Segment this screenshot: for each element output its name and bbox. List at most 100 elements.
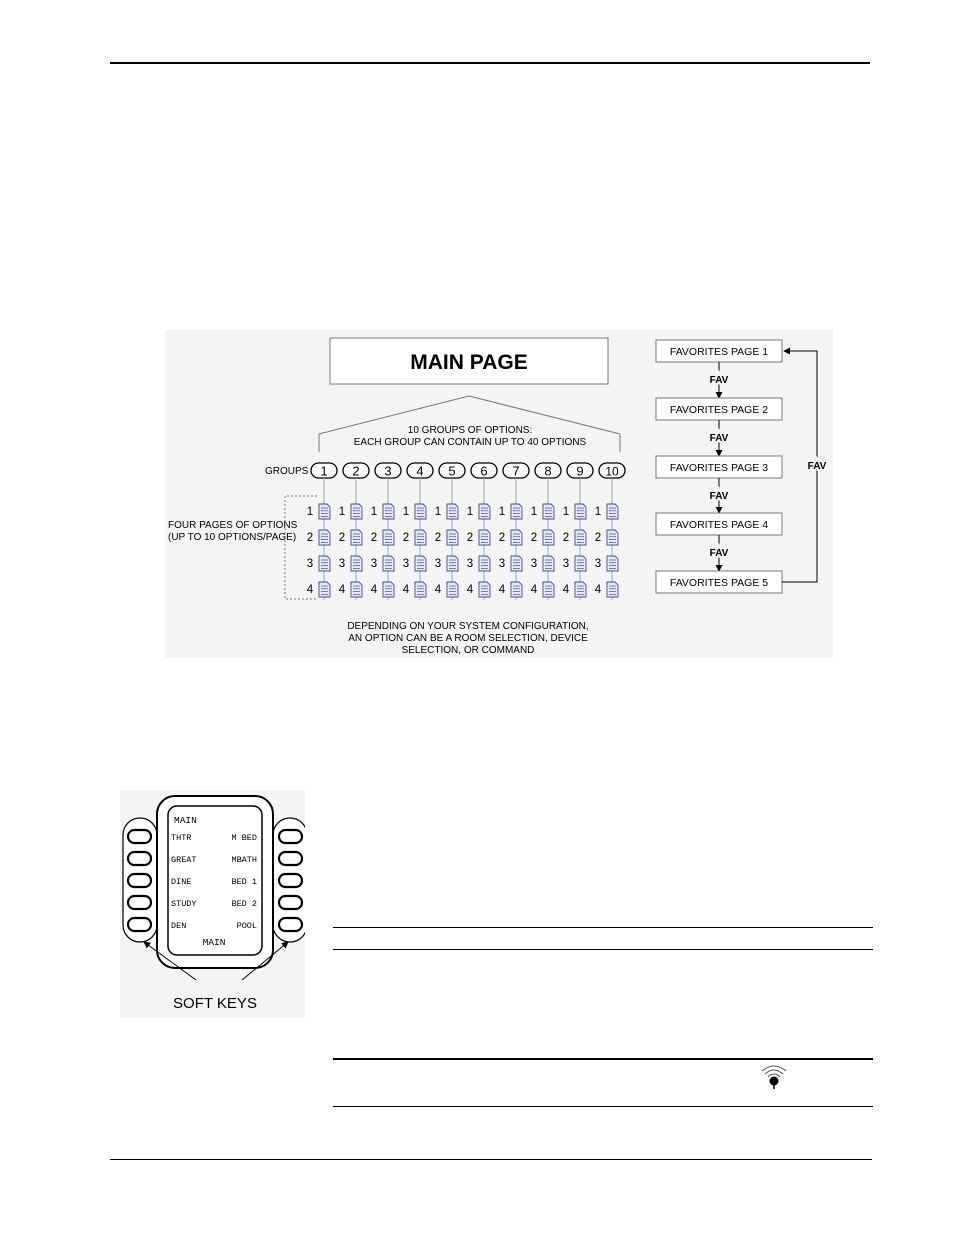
document-icon <box>606 581 619 598</box>
document-icon <box>350 503 363 520</box>
document-icon <box>446 503 459 520</box>
group-3-label: 3 <box>384 464 391 479</box>
document-icon <box>350 581 363 598</box>
page-number: 2 <box>339 532 345 544</box>
page-number: 1 <box>499 506 505 518</box>
favorites-page-2-label: FAVORITES PAGE 2 <box>670 404 768 416</box>
document-icon <box>606 503 619 520</box>
document-icon <box>510 529 523 546</box>
screen-item-right: M BED <box>231 833 257 843</box>
page-number: 1 <box>403 506 409 518</box>
header-rule <box>110 62 870 64</box>
table-rule-2 <box>333 949 873 950</box>
groups-layer: 1123421234312344123451234612347123481234… <box>307 462 626 600</box>
soft-key-left-4[interactable] <box>126 894 153 911</box>
group-5-label: 5 <box>448 464 455 479</box>
pages-bracket <box>284 495 317 600</box>
screen-item-right: BED 2 <box>231 899 257 909</box>
page-number: 4 <box>563 584 570 596</box>
page-number: 4 <box>339 584 346 596</box>
document-icon <box>542 529 555 546</box>
soft-key-right-1[interactable] <box>277 828 304 845</box>
page-number: 4 <box>435 584 442 596</box>
table-rule-1 <box>333 927 873 928</box>
document-icon <box>382 555 395 572</box>
table-rule-4 <box>333 1106 873 1107</box>
fav-loop-arrow <box>782 347 818 583</box>
soft-key-left-5[interactable] <box>126 916 153 933</box>
page-number: 1 <box>435 506 441 518</box>
document-icon <box>510 581 523 598</box>
document-icon <box>606 555 619 572</box>
page-number: 2 <box>435 532 441 544</box>
document-icon <box>382 581 395 598</box>
favorites-page-5-label: FAVORITES PAGE 5 <box>670 577 768 589</box>
document-icon <box>318 555 331 572</box>
page-number: 3 <box>339 558 345 570</box>
document-icon <box>318 503 331 520</box>
group-2-label: 2 <box>352 464 359 479</box>
soft-keys <box>126 828 304 933</box>
screen-item-left: DEN <box>171 921 186 931</box>
screen-item-right: POOL <box>237 921 257 931</box>
screen-item-right: BED 1 <box>231 877 257 887</box>
document-icon <box>510 555 523 572</box>
soft-key-right-3[interactable] <box>277 872 304 889</box>
groups-caption-1: 10 GROUPS OF OPTIONS: <box>408 425 532 436</box>
soft-key-right-2[interactable] <box>277 850 304 867</box>
screen-item-left: STUDY <box>171 899 197 909</box>
page-number: 3 <box>531 558 537 570</box>
soft-key-right-4[interactable] <box>277 894 304 911</box>
soft-key-left-1[interactable] <box>126 828 153 845</box>
group-4-label: 4 <box>416 464 423 479</box>
page-number: 4 <box>307 584 314 596</box>
page-number: 1 <box>531 506 537 518</box>
page-number: 4 <box>467 584 474 596</box>
page-number: 3 <box>435 558 441 570</box>
page-number: 4 <box>595 584 602 596</box>
groups-label: GROUPS <box>265 466 309 477</box>
screen-title: MAIN <box>174 815 197 826</box>
soft-key-left-2[interactable] <box>126 850 153 867</box>
footer-note-2: AN OPTION CAN BE A ROOM SELECTION, DEVIC… <box>348 633 588 644</box>
favorites-page-1-label: FAVORITES PAGE 1 <box>670 346 768 358</box>
document-icon <box>446 555 459 572</box>
main-page-title: MAIN PAGE <box>410 351 527 374</box>
document-icon <box>382 529 395 546</box>
remote-screen <box>167 805 263 956</box>
soft-key-left-3[interactable] <box>126 872 153 889</box>
menu-structure-diagram: MAIN PAGE 10 GROUPS OF OPTIONS: EACH GRO… <box>165 330 833 658</box>
soft-key-right-5[interactable] <box>277 916 304 933</box>
footer-note-1: DEPENDING ON YOUR SYSTEM CONFIGURATION, <box>347 621 588 632</box>
page-number: 1 <box>371 506 377 518</box>
page-number: 2 <box>371 532 377 544</box>
page-number: 2 <box>467 532 473 544</box>
page-number: 3 <box>403 558 409 570</box>
page-number: 3 <box>595 558 601 570</box>
main-page-box <box>329 337 609 385</box>
screen-item-left: GREAT <box>171 855 197 865</box>
page-number: 3 <box>563 558 569 570</box>
group-10-label: 10 <box>605 465 619 479</box>
soft-keys-label: SOFT KEYS <box>173 995 257 1012</box>
document-icon <box>478 503 491 520</box>
page-number: 4 <box>531 584 538 596</box>
document-icon <box>414 503 427 520</box>
fav-loop-label: FAV <box>808 461 827 472</box>
page-number: 3 <box>307 558 313 570</box>
screen-item-right: MBATH <box>231 855 257 865</box>
table-rule-3 <box>333 1058 873 1060</box>
page-number: 2 <box>595 532 601 544</box>
groups-caption-2: EACH GROUP CAN CONTAIN UP TO 40 OPTIONS <box>354 437 587 448</box>
group-8-label: 8 <box>544 464 551 479</box>
document-icon <box>574 555 587 572</box>
group-7-label: 7 <box>512 464 519 479</box>
page-number: 2 <box>531 532 537 544</box>
soft-key-arrow-right <box>241 941 289 981</box>
infrared-signal-icon <box>761 1065 787 1089</box>
favorites-page-4-label: FAVORITES PAGE 4 <box>670 519 768 531</box>
page-number: 1 <box>339 506 345 518</box>
document-icon <box>478 555 491 572</box>
favorites-page-3-label: FAVORITES PAGE 3 <box>670 462 768 474</box>
